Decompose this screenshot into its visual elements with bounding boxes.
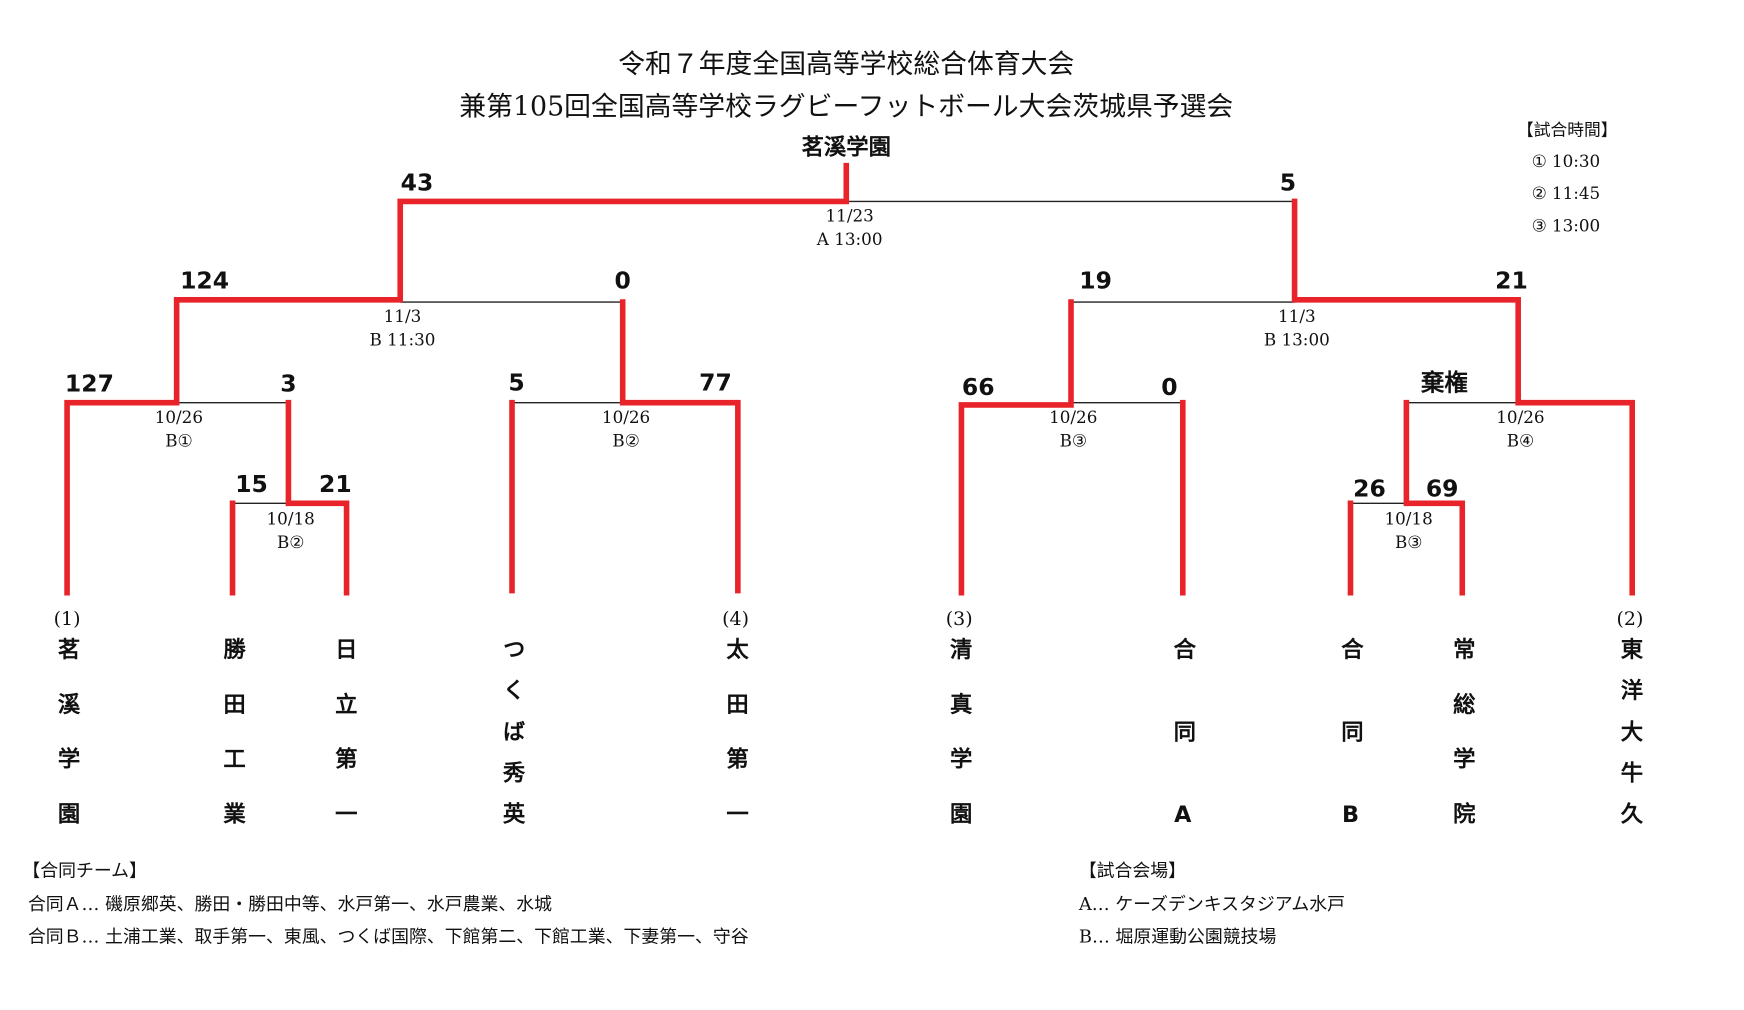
match-date: 10/26 [1496, 407, 1544, 427]
score-label: 0 [1161, 373, 1177, 401]
team-entry: (1) 茗溪学園 [54, 608, 81, 856]
score-label: 69 [1426, 475, 1459, 503]
match-slot: B④ [1507, 430, 1534, 450]
team-name: 茗溪学園 [54, 637, 80, 856]
team-entry: 合同A [1170, 636, 1196, 887]
score-label: 5 [508, 368, 524, 396]
team-name: 合同A [1170, 636, 1196, 887]
seed-label: (2) [1617, 608, 1644, 630]
match-slot: B③ [1395, 532, 1422, 552]
team-name: 清真学園 [946, 637, 972, 856]
match-date: 11/3 [384, 306, 422, 326]
match-slot: B② [277, 532, 304, 552]
team-name: 日立第一 [331, 637, 357, 856]
match-slot: B② [612, 430, 639, 450]
venue-b: B… 堀原運動公園競技場 [1079, 927, 1277, 948]
score-label: 19 [1079, 267, 1112, 295]
match-slot: B① [165, 430, 192, 450]
match-time-2: ② 11:45 [1532, 183, 1601, 203]
joint-teams-heading: 【合同チーム】 [22, 861, 147, 882]
bracket-lines [64, 162, 1635, 596]
match-date: 11/23 [826, 206, 874, 226]
team-name: 太田第一 [723, 637, 749, 856]
match-date: 10/26 [1049, 407, 1097, 427]
venue-a: A… ケーズデンキスタジアム水戸 [1078, 894, 1345, 915]
match-time-1: ① 10:30 [1532, 151, 1601, 171]
score-label: 127 [65, 370, 114, 398]
match-date: 10/26 [602, 407, 650, 427]
score-label: 5 [1280, 168, 1296, 196]
team-name: 常総学院 [1449, 637, 1475, 856]
champion-label: 茗溪学園 [802, 134, 891, 161]
team-entry: (2) 東洋大牛久 [1617, 608, 1644, 843]
score-label: 21 [319, 470, 352, 498]
match-date: 10/18 [1384, 509, 1432, 529]
team-entry: つくば秀英 [499, 637, 526, 842]
team-name: 合同B [1337, 636, 1363, 887]
team-name: つくば秀英 [499, 637, 526, 842]
team-entry: 常総学院 [1449, 637, 1475, 856]
title-line1: 令和７年度全国高等学校総合体育大会 [618, 49, 1074, 80]
seed-label: (1) [54, 608, 81, 630]
seed-label: (3) [946, 608, 973, 630]
title-line2: 兼第105回全国高等学校ラグビーフットボール大会茨城県予選会 [459, 91, 1233, 122]
score-label: 26 [1353, 475, 1386, 503]
team-list: (1) 茗溪学園 勝田工業 日立第一 つくば秀英 (4) 太田第一 (3) 清真… [54, 608, 1644, 887]
match-date: 11/3 [1278, 306, 1316, 326]
match-slot: A 13:00 [816, 229, 883, 249]
seed-label: (4) [722, 608, 749, 630]
score-label: 21 [1495, 267, 1528, 295]
venues-heading: 【試合会場】 [1079, 861, 1186, 882]
match-slot: B③ [1060, 430, 1087, 450]
team-entry: (4) 太田第一 [722, 608, 749, 856]
score-label: 124 [180, 267, 229, 295]
joint-team-b: 合同Ｂ… 土浦工業、取手第一、東風、つくば国際、下館第二、下館工業、下妻第一、守… [28, 927, 749, 948]
score-label: 77 [699, 368, 732, 396]
score-label: 43 [401, 168, 434, 196]
match-slot: B 13:00 [1264, 330, 1330, 350]
team-entry: (3) 清真学園 [946, 608, 973, 856]
team-name: 勝田工業 [220, 637, 247, 856]
match-date: 10/26 [155, 407, 203, 427]
match-times-heading: 【試合時間】 [1517, 120, 1618, 140]
match-date: 10/18 [267, 509, 315, 529]
team-name: 東洋大牛久 [1617, 637, 1643, 843]
team-entry: 合同B [1337, 636, 1363, 887]
score-label: 0 [615, 267, 631, 295]
score-label: 15 [235, 470, 268, 498]
team-entry: 日立第一 [331, 637, 357, 856]
score-label: 棄権 [1421, 368, 1468, 396]
joint-team-a: 合同Ａ… 磯原郷英、勝田・勝田中等、水戸第一、水戸農業、水城 [28, 894, 552, 915]
match-time-3: ③ 13:00 [1532, 216, 1601, 236]
score-label: 3 [280, 370, 296, 398]
match-slot: B 11:30 [370, 330, 436, 350]
team-entry: 勝田工業 [220, 637, 247, 856]
score-label: 66 [962, 373, 995, 401]
